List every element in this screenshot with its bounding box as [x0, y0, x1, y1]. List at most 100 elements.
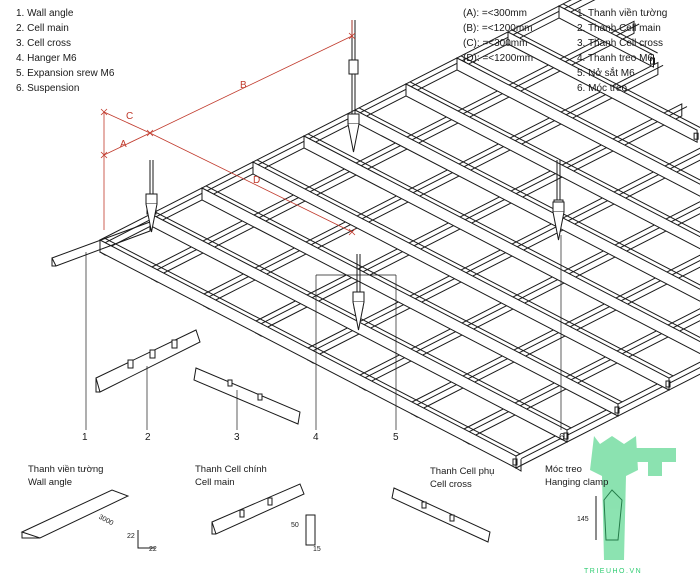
wall-angle-strip	[51, 221, 151, 267]
cell-cross-detail	[391, 487, 491, 543]
legend-item: 2. Cell main	[16, 23, 69, 34]
legend-item: (B): =<1200mm	[463, 23, 533, 34]
wall-angle-detail	[20, 489, 130, 539]
runner-notch	[693, 132, 699, 140]
caption-en: Cell main	[195, 477, 235, 488]
legend-item: 1. Wall angle	[16, 8, 74, 19]
caption-wall-angle: Thanh viền tường Wall angle	[28, 463, 103, 489]
dim-tick	[100, 108, 108, 116]
runner-end	[515, 459, 522, 472]
legend-english: 1. Wall angle 2. Cell main 3. Cell cross…	[16, 6, 114, 96]
dimension-letter-c: C	[126, 111, 134, 122]
cell-main-piece	[95, 329, 201, 393]
ceiling-grid	[51, 0, 700, 472]
legend-item: 4. Hanger M6	[16, 53, 77, 64]
cell-cross-runner	[507, 29, 700, 144]
hanging-clamp	[352, 301, 365, 331]
caption-en: Cell cross	[430, 479, 472, 490]
caption-vn: Thanh viền tường	[28, 464, 104, 475]
legend-item: 3. Thanh Cell cross	[577, 38, 663, 49]
cell-main-profile	[305, 514, 316, 546]
hanger-rods	[145, 20, 565, 331]
exploded-parts	[95, 329, 301, 425]
dimension-letter-b: B	[240, 80, 247, 91]
runner-notch	[563, 432, 569, 440]
runner-notch	[665, 380, 671, 388]
dimension-letter-d: D	[253, 175, 261, 186]
watermark-text: TRIEUHO.VN	[584, 568, 643, 575]
callout-6: 6	[559, 432, 565, 443]
hanging-clamp	[347, 123, 360, 153]
dim-b-line	[149, 35, 353, 134]
dim-tick	[100, 151, 108, 159]
hanger-clip	[347, 113, 360, 125]
dim-a-line	[103, 132, 151, 156]
callout-1: 1	[82, 432, 88, 443]
slot	[267, 497, 273, 506]
callout-5: 5	[393, 432, 399, 443]
watermark-mascot	[590, 436, 638, 560]
cell-cross-runner	[252, 159, 674, 391]
legend-item: 5. Expansion srew M6	[16, 68, 115, 79]
dim-tick	[146, 129, 154, 137]
dim-tick	[348, 32, 356, 40]
slot	[421, 501, 427, 509]
legend-item: 5. Nở sắt M6	[577, 68, 635, 79]
watermark-bar	[636, 448, 676, 476]
legend-item: 1. Thanh viền tường	[577, 8, 668, 19]
caption-vn: Thanh Cell phụ	[430, 466, 495, 477]
callout-2: 2	[145, 432, 151, 443]
legend-item: 6. Suspension	[16, 83, 80, 94]
legend-vietnamese: 1. Thanh viền tường 2. Thanh Cell main 3…	[577, 6, 667, 96]
hanging-clamp	[552, 211, 565, 241]
hanger-clip	[145, 193, 158, 205]
legend-item: (D): =<1200mm	[463, 53, 534, 64]
hanger-clip	[552, 201, 565, 213]
legend-item: 6. Móc treo	[577, 83, 628, 94]
caption-en: Hanging clamp	[545, 477, 609, 488]
dimension-lines	[100, 20, 356, 236]
part-detail-drawings	[20, 483, 623, 549]
hanger-clip	[352, 291, 365, 303]
caption-en: Wall angle	[28, 477, 73, 488]
legend-item: 3. Cell cross	[16, 38, 72, 49]
cell-cross-runner	[558, 3, 658, 68]
legend-item: 2. Thanh Cell main	[577, 23, 661, 34]
dimension-letter-a: A	[120, 139, 127, 150]
runner-notch	[650, 57, 655, 65]
caption-hanging-clamp: Móc treo Hanging clamp	[545, 463, 608, 489]
cell-cross-runner	[456, 55, 700, 197]
legend-item: 4. Thanh treo M6	[577, 53, 653, 64]
dim-wall-w: 22	[127, 533, 135, 540]
caption-vn: Móc treo	[545, 464, 582, 475]
wall-angle-profile	[137, 530, 155, 549]
dim-c-line	[103, 111, 151, 134]
cell-cross-runner	[303, 133, 700, 355]
leader-lines	[85, 235, 562, 430]
expansion-screw	[348, 59, 359, 75]
runner-notch	[512, 458, 518, 466]
dim-d-line	[149, 132, 353, 233]
legend-item: (C): =<300mm	[463, 38, 528, 49]
cell-cross-runner	[405, 81, 700, 250]
runner-notch	[614, 406, 620, 414]
caption-cell-cross: Thanh Cell phụ Cell cross	[430, 465, 494, 491]
slot	[257, 393, 263, 401]
watermark-logo	[590, 436, 676, 560]
slot	[227, 379, 233, 387]
legend-dimensions: (A): =<300mm (B): =<1200mm (C): =<300mm …	[463, 6, 533, 66]
slot	[127, 359, 134, 369]
slot	[171, 339, 178, 349]
cell-cross-runner	[201, 185, 623, 417]
hanging-clamp	[145, 203, 158, 233]
slot	[449, 514, 455, 522]
slot	[239, 509, 245, 518]
dim-wall-h: 22	[149, 546, 157, 553]
callout-4: 4	[313, 432, 319, 443]
dim-main-h: 50	[291, 522, 299, 529]
caption-vn: Thanh Cell chính	[195, 464, 267, 475]
legend-item: (A): =<300mm	[463, 8, 527, 19]
dim-main-w: 15	[313, 546, 321, 553]
cell-cross-runner	[99, 237, 521, 469]
